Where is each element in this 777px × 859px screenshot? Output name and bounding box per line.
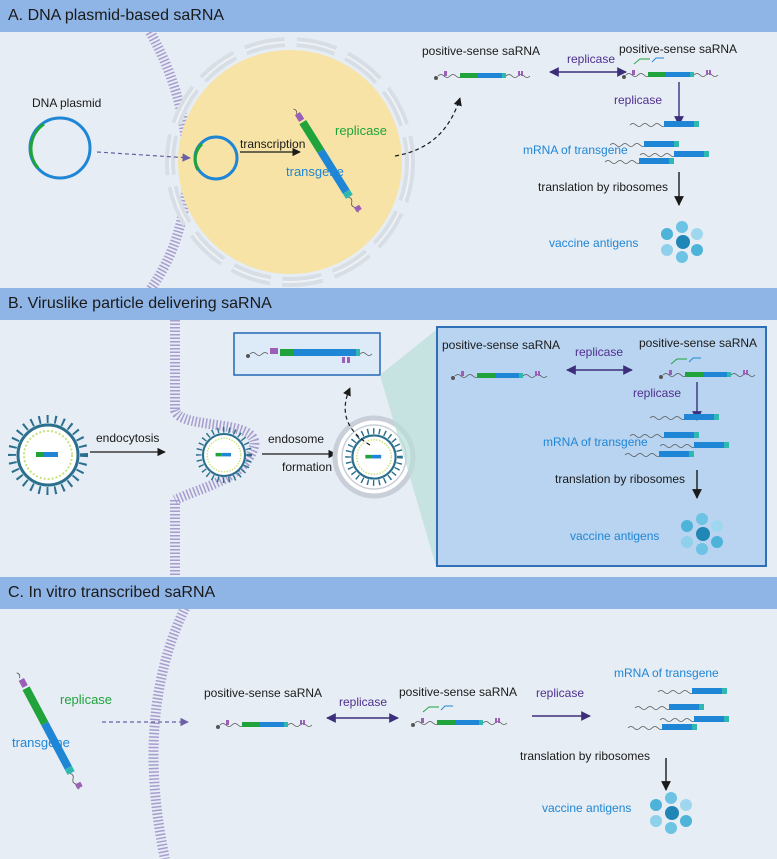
section-c-art	[16, 605, 730, 859]
section-b-header: B. Viruslike particle delivering saRNA	[0, 288, 777, 320]
label-replicase-vertical: replicase	[614, 93, 663, 107]
label-transgene: transgene	[286, 164, 344, 179]
section-a-title: A. DNA plasmid-based saRNA	[8, 7, 225, 24]
label-replicase-vertical: replicase	[633, 386, 682, 400]
label-mrna: mRNA of transgene	[543, 435, 648, 449]
label-replicase-horizontal: replicase	[567, 52, 616, 66]
label-replicase-horizontal: replicase	[339, 695, 388, 709]
label-positive-sense-left: positive-sense saRNA	[442, 338, 561, 352]
section-b-art	[12, 320, 767, 578]
label-positive-sense-right: positive-sense saRNA	[619, 42, 738, 56]
label-replicase-horizontal: replicase	[575, 345, 624, 359]
section-c-header: C. In vitro transcribed saRNA	[0, 577, 777, 609]
section-b-title: B. Viruslike particle delivering saRNA	[8, 295, 272, 312]
label-transgene: transgene	[12, 735, 70, 750]
label-replicase: replicase	[60, 692, 113, 707]
label-vaccine-antigens: vaccine antigens	[549, 236, 639, 250]
label-replicase-horizontal-2: replicase	[536, 686, 585, 700]
label-translation: translation by ribosomes	[555, 472, 686, 486]
label-formation: formation	[282, 460, 333, 474]
label-mrna: mRNA of transgene	[614, 666, 719, 680]
label-translation: translation by ribosomes	[538, 180, 669, 194]
label-vaccine-antigens: vaccine antigens	[570, 529, 660, 543]
section-c-title: C. In vitro transcribed saRNA	[8, 584, 216, 601]
label-mrna: mRNA of transgene	[523, 143, 628, 157]
label-vaccine-antigens: vaccine antigens	[542, 801, 632, 815]
label-replicase: replicase	[335, 123, 388, 138]
label-positive-sense-right: positive-sense saRNA	[399, 685, 518, 699]
label-positive-sense-left: positive-sense saRNA	[204, 686, 323, 700]
section-a-art	[28, 29, 719, 293]
section-a-header: A. DNA plasmid-based saRNA	[0, 0, 777, 32]
label-endocytosis: endocytosis	[96, 431, 160, 445]
label-transcription: transcription	[240, 137, 306, 151]
label-translation: translation by ribosomes	[520, 749, 651, 763]
label-positive-sense-right: positive-sense saRNA	[639, 336, 758, 350]
label-dna-plasmid: DNA plasmid	[32, 96, 102, 110]
label-positive-sense-left: positive-sense saRNA	[422, 44, 541, 58]
label-endosome: endosome	[268, 432, 325, 446]
